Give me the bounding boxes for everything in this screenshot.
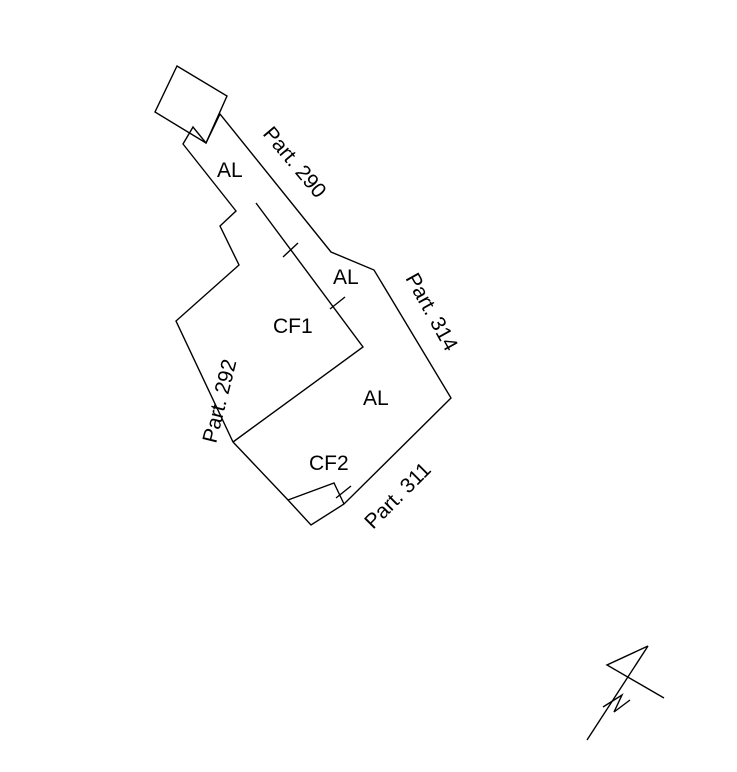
cf1-boundary [232,202,364,443]
area-label-cf2: CF2 [309,452,349,475]
parcel-label-west: Part. 292 [199,357,242,445]
area-label-al-mid: AL [333,266,359,289]
parcel-boundary [175,112,452,526]
area-label-cf1: CF1 [273,315,313,338]
north-arrow-icon [586,645,665,741]
boundary-tick [329,296,346,310]
boundary-tick [335,485,352,499]
parcel-label-east: Part. 314 [401,269,463,355]
parcel-label-north: Part. 290 [258,122,330,202]
boundary-tick [282,242,299,258]
cf2-boundary [287,482,345,505]
area-label-al-top: AL [217,159,243,182]
parcel-label-south: Part. 311 [360,458,435,533]
area-label-al-bottom: AL [363,387,389,410]
